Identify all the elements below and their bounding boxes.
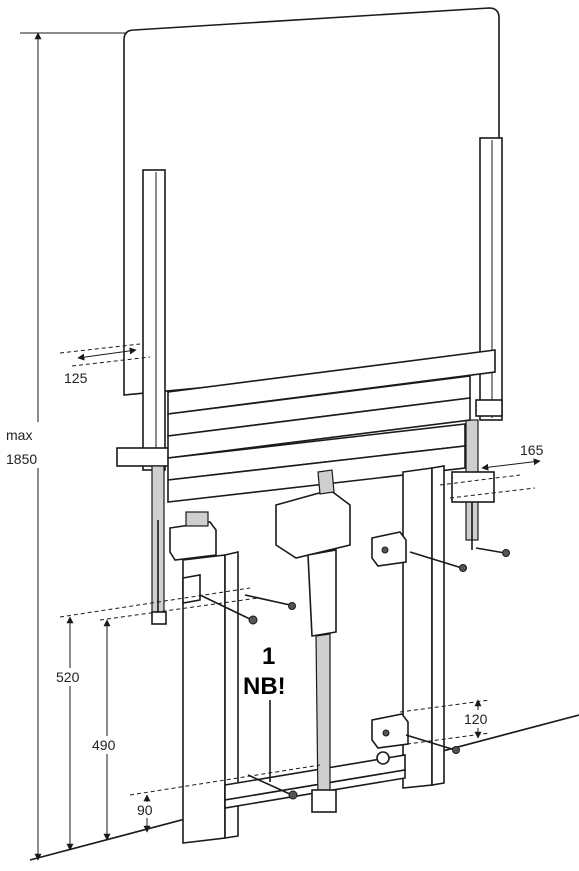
- label-490: 490: [92, 737, 116, 753]
- dimension-520: [56, 616, 86, 851]
- actuator-motor: [275, 469, 351, 813]
- horizontal-slats: [167, 349, 496, 503]
- label-165: 165: [520, 442, 544, 458]
- screws: [199, 547, 510, 800]
- right-rail: [451, 137, 503, 550]
- dimension-125: [77, 347, 137, 361]
- left-rail: [116, 169, 178, 625]
- note-number: 1: [262, 643, 275, 670]
- extension-lines: [59, 343, 536, 796]
- left-leg: [169, 511, 239, 844]
- label-520: 520: [56, 669, 80, 685]
- right-upper-bracket: [371, 531, 407, 567]
- dimension-90: [136, 794, 158, 833]
- label-90: 90: [137, 802, 153, 818]
- dimension-490: [92, 619, 122, 841]
- left-wall-bracket: [182, 574, 201, 604]
- dimension-max-height: [4, 32, 125, 861]
- label-max-value: 1850: [6, 451, 37, 467]
- label-120: 120: [464, 711, 488, 727]
- dimension-165: [481, 458, 541, 471]
- wall-panel: [123, 7, 500, 396]
- label-125: 125: [64, 370, 88, 386]
- dimension-120: [464, 699, 494, 739]
- label-max-prefix: max: [6, 427, 32, 443]
- right-leg: [402, 465, 445, 789]
- bottom-crossbar: [224, 754, 406, 809]
- note-text: NB!: [243, 673, 286, 700]
